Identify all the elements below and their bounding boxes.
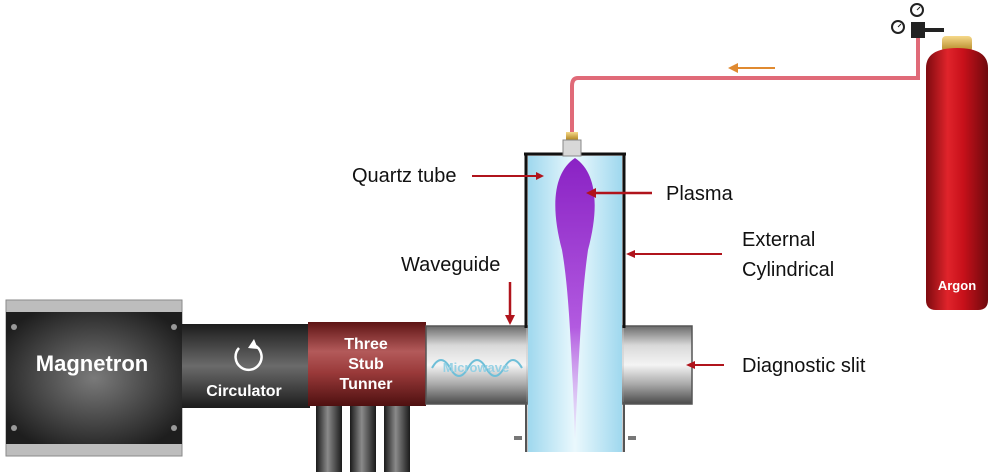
label-diagnostic-slit: Diagnostic slit (742, 355, 866, 377)
circulator-rotation-icon (234, 343, 263, 372)
plasma-plume (555, 158, 595, 440)
callout-external-cylindrical: External Cylindrical (626, 229, 834, 281)
argon-cylinder: Argon (926, 36, 988, 310)
gas-flow-arrow (728, 63, 775, 73)
tuner-stub-1 (316, 402, 342, 472)
magnetron: Magnetron (5, 299, 183, 457)
gas-nozzle (562, 132, 582, 157)
three-stub-tuner: Three Stub Tunner (308, 322, 426, 406)
tuner-label-line1: Three (344, 336, 388, 353)
circulator: Circulator (182, 324, 310, 408)
tuner-stub-2 (350, 402, 376, 472)
callout-diagnostic-slit: Diagnostic slit (686, 355, 866, 377)
callout-plasma: Plasma (586, 183, 734, 205)
argon-label: Argon (938, 278, 976, 293)
label-quartz-tube: Quartz tube (352, 165, 457, 187)
tuner-stub-3 (384, 402, 410, 472)
magnetron-label: Magnetron (36, 351, 148, 376)
callout-waveguide: Waveguide (401, 254, 515, 325)
callout-quartz-tube: Quartz tube (352, 165, 544, 187)
circulator-label: Circulator (206, 383, 282, 400)
gas-line (570, 38, 920, 138)
microwave-wave-icon (431, 359, 523, 377)
label-waveguide: Waveguide (401, 254, 500, 276)
label-plasma: Plasma (666, 183, 734, 205)
gas-regulator (891, 3, 944, 38)
label-external-line2: Cylindrical (742, 259, 834, 281)
tuner-label-line3: Tunner (339, 376, 392, 393)
label-external-line1: External (742, 229, 815, 251)
tuner-label-line2: Stub (348, 356, 384, 373)
microwave-label: Microwave (443, 360, 509, 375)
